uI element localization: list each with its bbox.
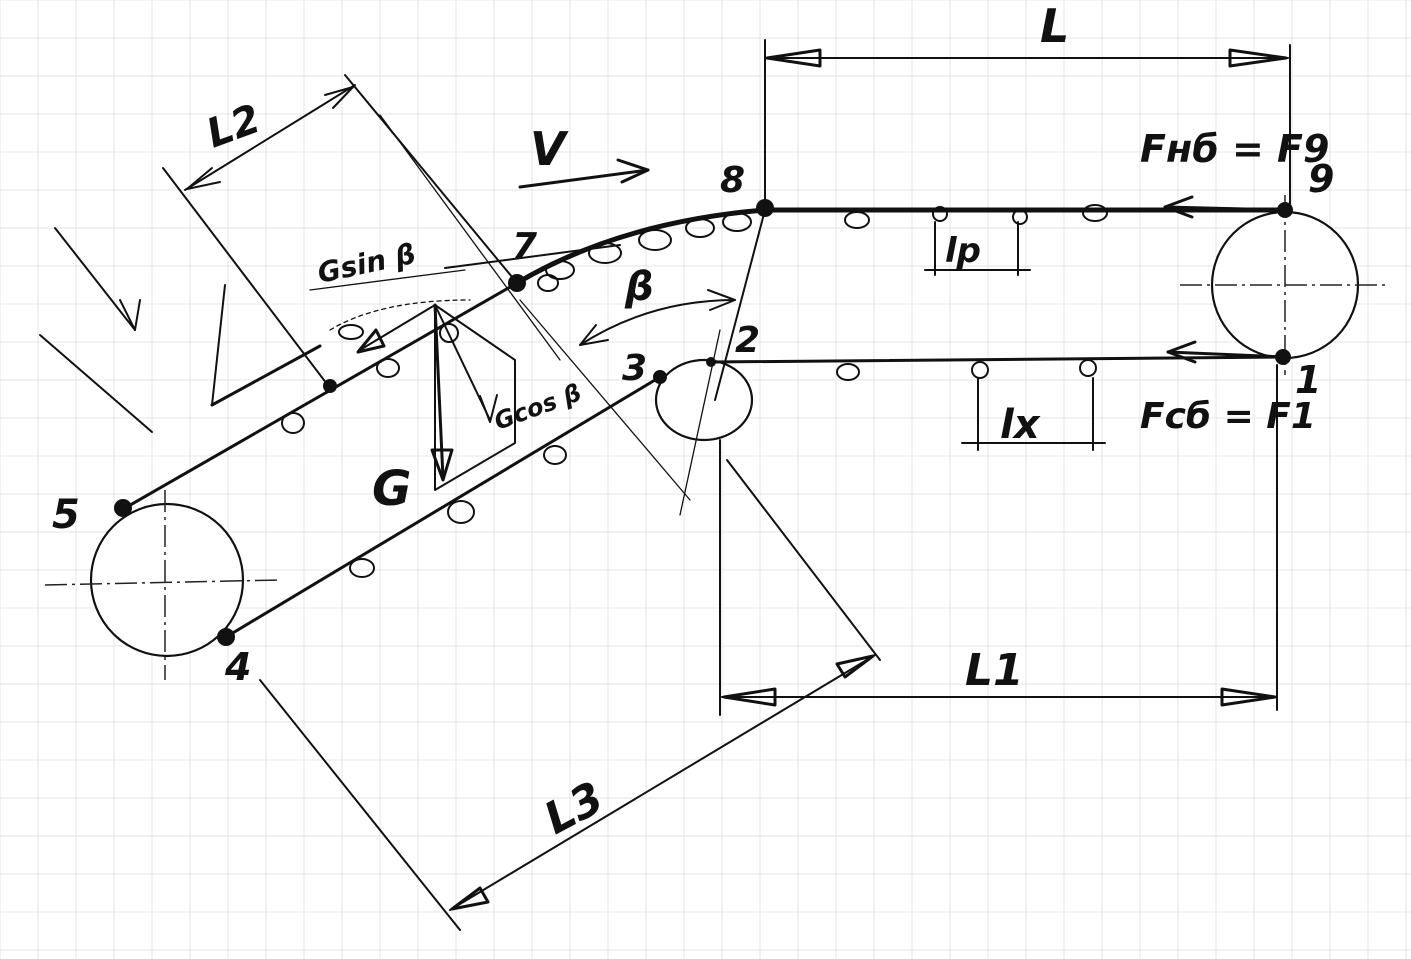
velocity-arrow: [518, 158, 650, 189]
label-F-sb: Fсб = F1: [1140, 396, 1316, 437]
point-label-3: 3: [622, 348, 647, 389]
label-L1: L1: [965, 645, 1024, 696]
angle-beta-arc: [579, 209, 766, 401]
incline-reference: [210, 114, 691, 501]
label-G: G: [372, 461, 411, 517]
point-label-9: 9: [1308, 157, 1334, 201]
dimension-L2: [162, 74, 518, 389]
lower-belt-branch: [224, 355, 1287, 639]
point-label-1: 1: [1295, 358, 1321, 402]
dimension-L3: [259, 459, 881, 931]
drive-drum-right: [1180, 195, 1390, 375]
point-label-7: 7: [512, 226, 537, 267]
dimension-L1: [719, 364, 1278, 716]
label-lp: lp: [945, 231, 981, 271]
label-L3: L3: [536, 772, 612, 845]
label-G-sin: Gsin β: [315, 237, 419, 290]
label-G-cos: Gcos β: [490, 378, 584, 435]
point-label-4: 4: [224, 645, 251, 689]
point-label-2: 2: [735, 320, 760, 361]
label-L2: L2: [201, 96, 267, 157]
feed-arrow: [39, 227, 153, 433]
label-beta: β: [624, 264, 654, 310]
point-label-5: 5: [52, 492, 80, 538]
label-L: L: [1040, 0, 1069, 53]
point-label-8: 8: [720, 160, 745, 201]
spacing-lx: [961, 377, 1106, 451]
dimension-L: [764, 39, 1291, 211]
label-lx: lx: [1000, 402, 1041, 448]
label-V: V: [530, 122, 569, 176]
gravity-vectors: [309, 269, 516, 491]
label-F-nb: Fнб = F9: [1140, 127, 1329, 171]
cargo-items: [281, 204, 1108, 578]
spacing-lp: [924, 221, 1031, 276]
tail-drum-left: [44, 490, 281, 680]
force-arrows: [1163, 195, 1287, 364]
